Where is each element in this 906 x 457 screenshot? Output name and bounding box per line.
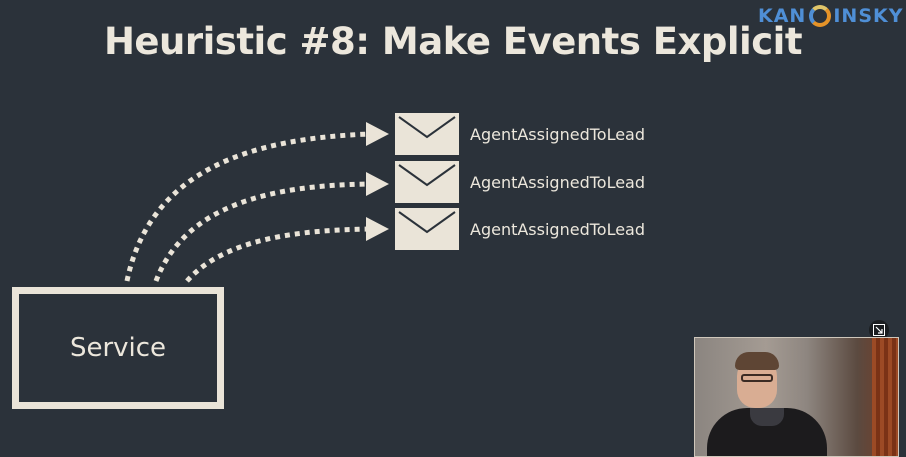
arrow-to-event-3 [185, 226, 372, 283]
arrowhead-3 [366, 217, 389, 241]
arrow-to-event-2 [153, 181, 372, 282]
logo-ring-icon [809, 5, 832, 27]
logo-text-left: KAN [758, 5, 807, 27]
event-label: AgentAssignedToLead [470, 173, 645, 192]
slide-title: Heuristic #8: Make Events Explicit [103, 20, 803, 63]
envelope-icon [395, 161, 459, 203]
arrow-to-event-1 [124, 131, 372, 282]
service-label: Service [69, 333, 167, 363]
speaker-video-inset [694, 337, 899, 457]
service-box: Service [12, 287, 224, 409]
arrowhead-1 [366, 122, 389, 146]
logo-text-right: INSKY [833, 5, 904, 27]
curtain [872, 338, 898, 456]
envelope-icon [395, 208, 459, 250]
glasses [741, 374, 773, 382]
picture-in-picture-icon [873, 324, 885, 336]
envelope-icon [395, 113, 459, 155]
event-label: AgentAssignedToLead [470, 125, 645, 144]
event-label: AgentAssignedToLead [470, 220, 645, 239]
picture-in-picture-button[interactable] [869, 320, 889, 340]
arrowhead-2 [366, 172, 389, 196]
kandinsky-logo: KAN INSKY [758, 2, 903, 30]
